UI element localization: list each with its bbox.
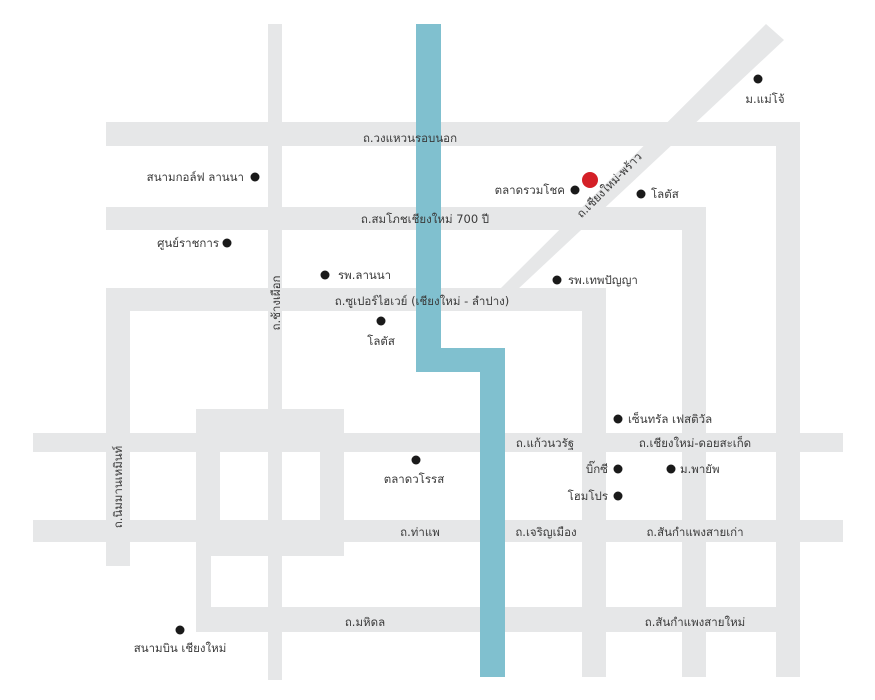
road-label: ถ.เจริญเมือง [515, 525, 576, 539]
poi-label: รพ.เทพปัญญา [568, 273, 638, 287]
poi-label: โลตัส [651, 187, 679, 201]
poi-label: โลตัส [367, 334, 395, 348]
poi-label: ศูนย์ราชการ [157, 236, 219, 250]
poi-label: ตลาดวโรรส [384, 472, 444, 486]
poi-dot[interactable] [175, 625, 185, 635]
poi-label: สนามบิน เชียงใหม่ [134, 641, 227, 655]
road-chang-phueak [268, 24, 282, 680]
poi-dot[interactable] [552, 275, 562, 285]
poi-label: สนามกอล์ฟ ลานนา [147, 170, 244, 184]
location-marker[interactable] [582, 172, 598, 188]
road-label: ถ.สมโภชเชียงใหม่ 700 ปี [361, 212, 489, 226]
poi-dot[interactable] [613, 464, 623, 474]
poi-label: โฮมโปร [568, 489, 608, 503]
poi-label: ม.พายัพ [680, 462, 720, 476]
poi-dot[interactable] [570, 185, 580, 195]
road-kaew-nawarat [33, 433, 843, 452]
poi-dot[interactable] [222, 238, 232, 248]
road-label: ถ.นิมมานเหมินท์ [111, 446, 125, 529]
road-sompot [106, 207, 706, 230]
road-label: ถ.ท่าแพ [400, 525, 440, 539]
road-outer-ring-east [776, 122, 800, 677]
ping-river [416, 24, 505, 677]
poi-label: ตลาดรวมโชค [495, 183, 565, 197]
poi-dot[interactable] [613, 491, 623, 501]
poi-label: บิ๊กซี [586, 460, 608, 476]
poi-dot[interactable] [636, 189, 646, 199]
road-label: ถ.มหิดล [345, 615, 385, 629]
road-network [33, 24, 843, 680]
poi-dot[interactable] [250, 172, 260, 182]
road-label: ถ.สันกำแพงสายเก่า [646, 525, 743, 539]
poi-dot[interactable] [376, 316, 386, 326]
road-chiangmai-phrao [499, 24, 784, 290]
road-label: ถ.แก้วนวรัฐ [516, 436, 574, 450]
road-label: ถ.ช้างเผือก [269, 275, 283, 330]
poi-label: รพ.ลานนา [338, 268, 391, 282]
road-label: ถ.สันกำแพงสายใหม่ [645, 615, 746, 629]
road-label: ถ.ซูเปอร์ไฮเวย์ (เชียงใหม่ - ลำปาง) [335, 294, 510, 308]
road-label: ถ.วงแหวนรอบนอก [363, 131, 457, 145]
road-nimmanhaemin [106, 288, 130, 566]
poi-dot[interactable] [753, 74, 763, 84]
road-moat-southwest [196, 409, 211, 632]
poi-label: ม.แม่โจ้ [745, 92, 784, 106]
poi-dot[interactable] [613, 414, 623, 424]
road-label: ถ.เชียงใหม่-ดอยสะเก็ด [639, 435, 751, 450]
poi-label: เซ็นทรัล เฟสติวัล [628, 411, 712, 426]
poi-dot[interactable] [666, 464, 676, 474]
poi-dot[interactable] [411, 455, 421, 465]
road-superhighway [106, 288, 606, 311]
poi-dot[interactable] [320, 270, 330, 280]
